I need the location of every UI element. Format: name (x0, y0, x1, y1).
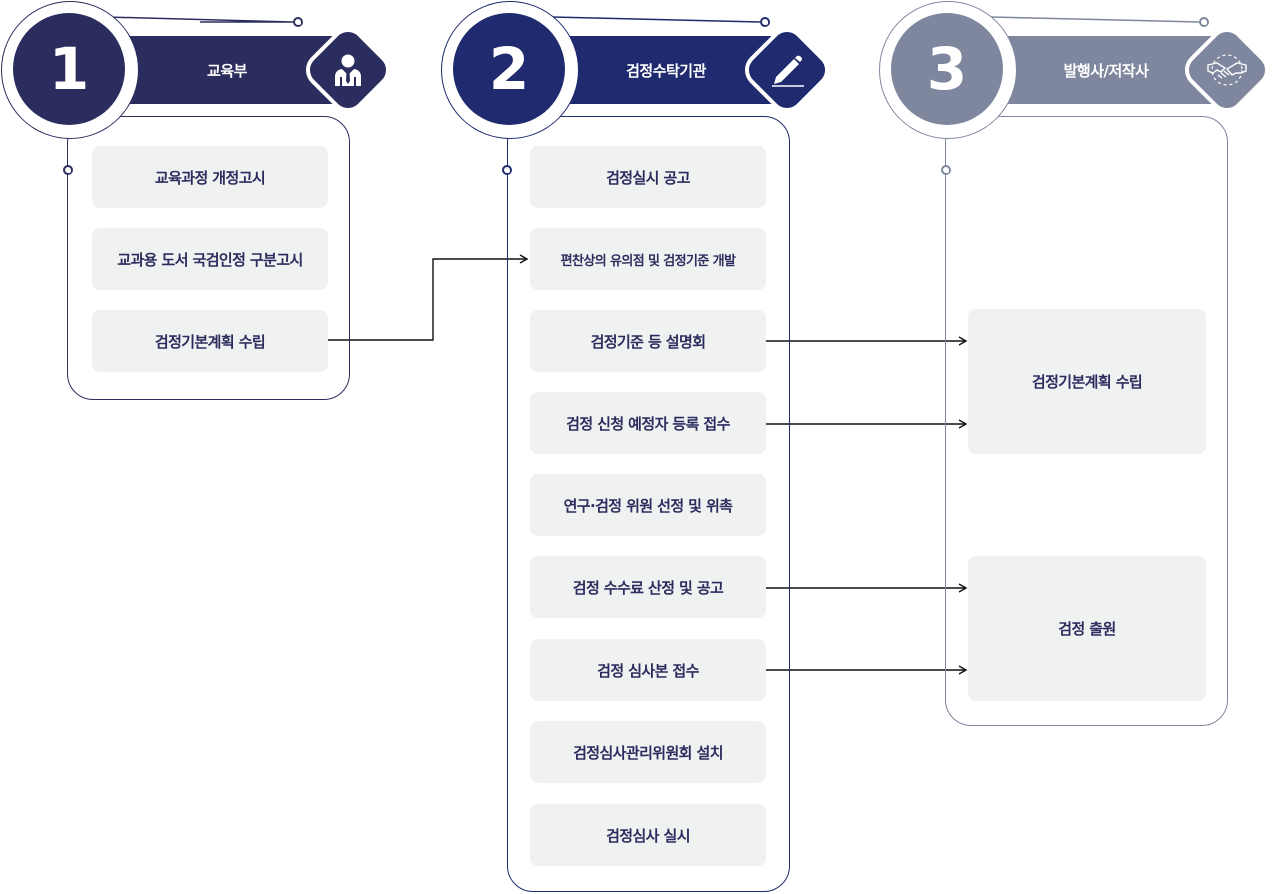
step-review: 검정심사 실시 (530, 804, 766, 866)
column-outline (507, 116, 790, 892)
header-line-dot (293, 17, 303, 27)
step-classification-notice: 교과용 도서 국검인정 구분고시 (92, 228, 328, 290)
step-submission: 검정 심사본 접수 (530, 639, 766, 701)
column-start-dot (941, 165, 951, 175)
column-title: 검정수탁기관 (626, 61, 706, 80)
step-briefing: 검정기준 등 설명회 (530, 310, 766, 372)
arrow-plan-to-guidelines (328, 254, 529, 341)
step-committee-appointment: 연구·검정 위원 선정 및 위촉 (530, 474, 766, 536)
handshake-icon (1196, 39, 1258, 101)
step-registration: 검정 신청 예정자 등록 접수 (530, 392, 766, 454)
header-line-dot (1199, 17, 1209, 27)
number-badge: 3 (891, 13, 1003, 125)
person-icon (317, 39, 379, 101)
column-start-dot (502, 165, 512, 175)
column-title-bar: 발행사/저작사 (997, 36, 1215, 104)
column-title-bar: 검정수탁기관 (558, 36, 774, 104)
number-badge: 1 (13, 13, 125, 125)
step-basic-plan: 검정기본계획 수립 (92, 310, 328, 372)
step-guidelines: 편찬상의 유의점 및 검정기준 개발 (530, 228, 766, 290)
step-curriculum-notice: 교육과정 개정고시 (92, 146, 328, 208)
column-title: 발행사/저작사 (1063, 61, 1149, 80)
column-outline (945, 116, 1228, 726)
step-publisher-plan: 검정기본계획 수립 (968, 309, 1206, 454)
column-title: 교육부 (207, 61, 247, 80)
step-fee: 검정 수수료 산정 및 공고 (530, 556, 766, 618)
step-management-committee: 검정심사관리위원회 설치 (530, 721, 766, 783)
step-announcement: 검정실시 공고 (530, 146, 766, 208)
header-line-dot (760, 17, 770, 27)
column-outline (67, 116, 350, 400)
number-badge: 2 (453, 13, 565, 125)
pen-icon (756, 39, 818, 101)
step-application: 검정 출원 (968, 556, 1206, 701)
column-title-bar: 교육부 (118, 36, 336, 104)
column-start-dot (63, 165, 73, 175)
